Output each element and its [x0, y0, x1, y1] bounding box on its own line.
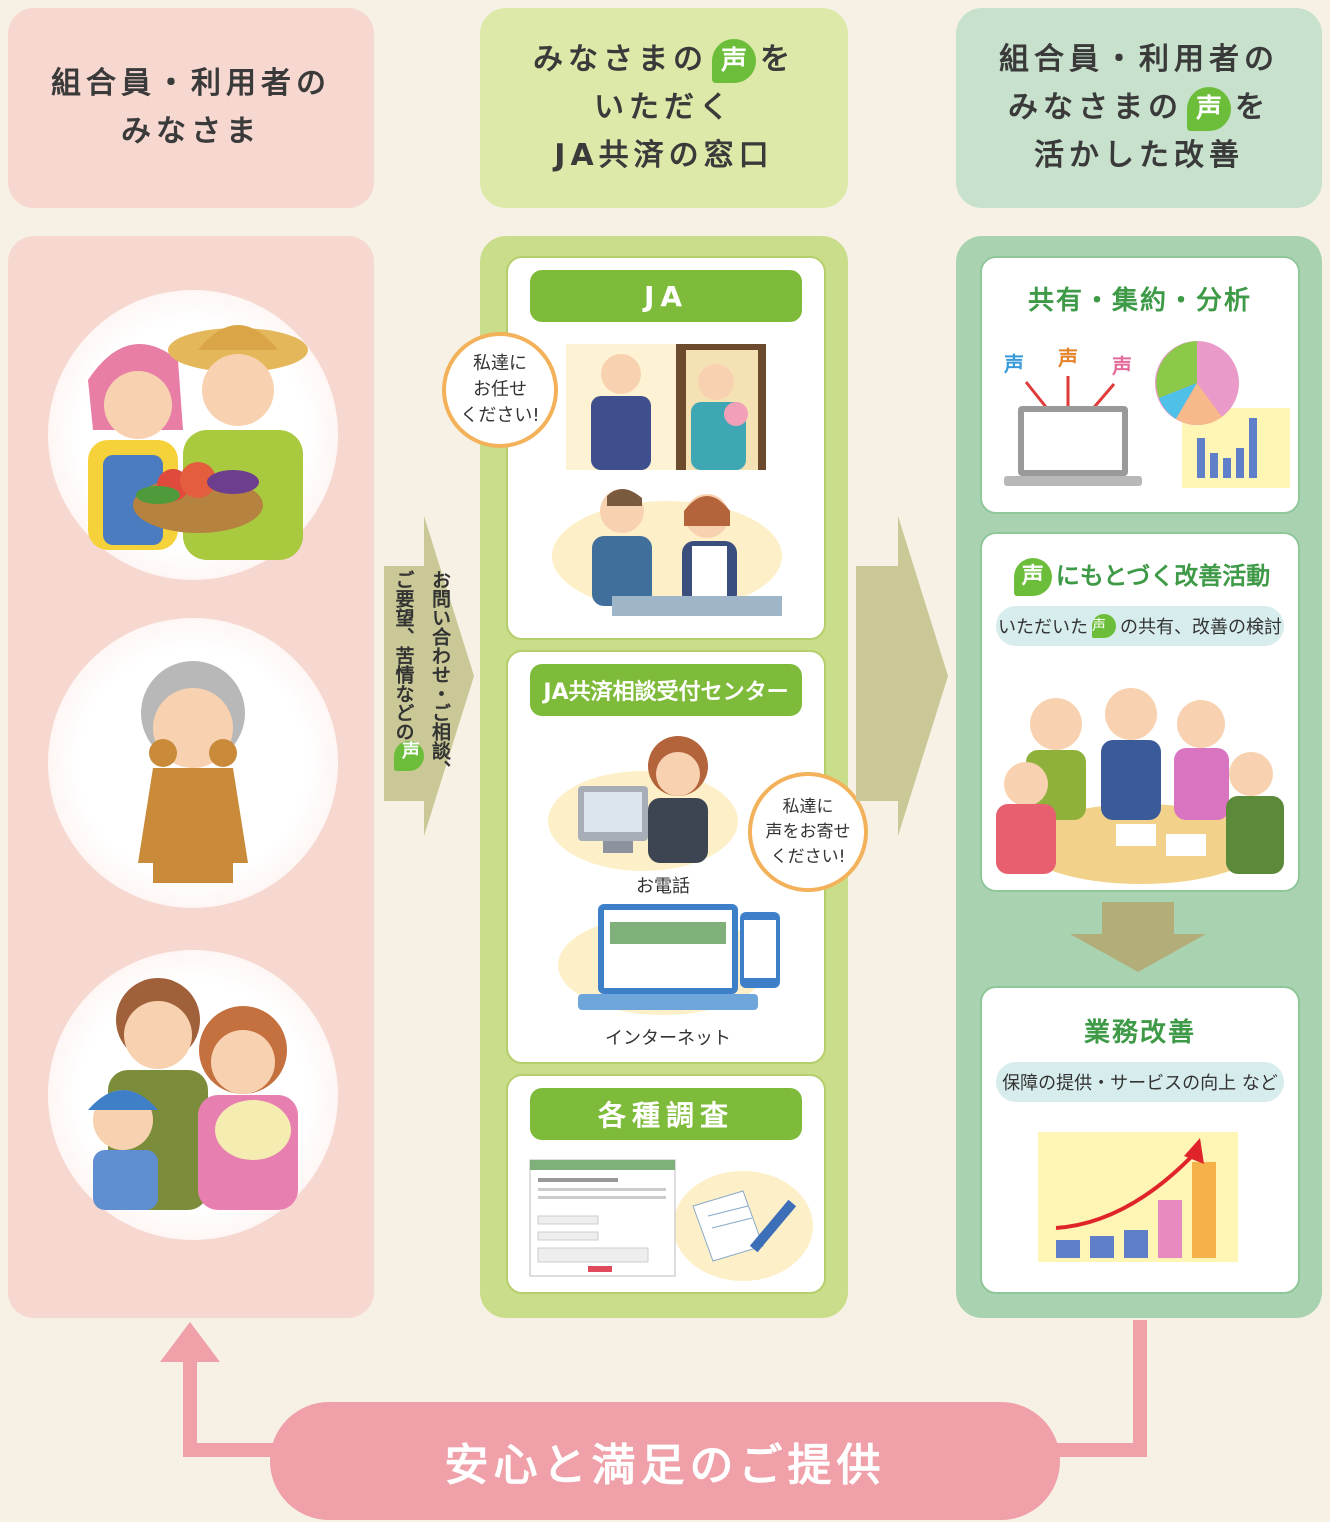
center-bubble-line1: 私達に	[782, 796, 834, 817]
middle-to-right-arrow	[856, 516, 952, 836]
center-speech-bubble: 私達に 声をお寄せ ください!	[748, 772, 868, 892]
business-card-title: 業務改善	[1083, 1018, 1196, 1048]
ja-bubble-line2: お任せ	[473, 379, 527, 400]
senior-illustration	[48, 618, 338, 908]
inquiry-flow-line2: ご要望、苦情などの	[392, 570, 415, 741]
business-card-pill: 保障の提供・サービスの向上 など	[996, 1062, 1284, 1102]
header-improvement-line2-post: を	[1235, 90, 1270, 125]
survey-card: 各種調査	[506, 1074, 826, 1294]
header-members-line2: みなさま	[121, 114, 261, 149]
survey-card-title: 各種調査	[530, 1088, 802, 1140]
header-improvement: 組合員・利用者の みなさまの声を 活かした改善	[956, 8, 1322, 208]
header-window-line1: みなさまの声を	[533, 36, 795, 84]
growth-chart-illustration	[1038, 1128, 1248, 1268]
activity-pill-pre: いただいた	[998, 617, 1088, 638]
share-card: 共有・集約・分析 声 声 声	[980, 256, 1300, 514]
voice-icon: 声	[1013, 558, 1052, 596]
inquiry-flow-text: お問い合わせ・ご相談、 ご要望、苦情などの声	[390, 570, 452, 810]
header-improvement-line2: みなさまの声を	[1008, 84, 1270, 132]
ja-card: JA	[506, 256, 826, 640]
voice-icon: 声	[712, 38, 756, 83]
header-window-line3: JA共済の窓口	[554, 138, 774, 173]
business-improvement-card: 業務改善 保障の提供・サービスの向上 など	[980, 986, 1300, 1294]
meeting-illustration	[996, 684, 1286, 884]
center-bubble-line2: 声をお寄せ	[765, 821, 851, 842]
share-card-title: 共有・集約・分析	[1027, 286, 1252, 316]
header-improvement-line3: 活かした改善	[1034, 138, 1244, 173]
voice-icon: 声	[394, 741, 424, 771]
analysis-chart-illustration	[1152, 338, 1292, 488]
improvement-activity-card: 声にもとづく改善活動 いただいた声の共有、改善の検討	[980, 532, 1300, 892]
internet-caption: インターネット	[605, 1028, 731, 1049]
voice-label-orange: 声	[1058, 346, 1078, 370]
center-bubble-line3: ください!	[770, 846, 846, 867]
activity-card-pill: いただいた声の共有、改善の検討	[996, 606, 1284, 646]
phone-caption: お電話	[636, 876, 690, 897]
down-arrow	[1066, 902, 1210, 972]
ja-speech-bubble: 私達に お任せ ください!	[442, 332, 558, 448]
activity-card-title-text: にもとづく改善活動	[1055, 562, 1271, 590]
header-window-line1-post: を	[760, 42, 795, 77]
consultation-center-card: JA共済相談受付センター お電話 インターネット	[506, 650, 826, 1064]
voice-label-pink: 声	[1112, 354, 1132, 378]
ja-card-title: JA	[530, 270, 802, 322]
header-window: みなさまの声を いただく JA共済の窓口	[480, 8, 848, 208]
ja-bubble-line1: 私達に	[473, 353, 527, 374]
voice-icon: 声	[1187, 86, 1231, 131]
laptop-illustration: 声 声 声	[998, 342, 1148, 492]
survey-form-illustration	[528, 1156, 818, 1286]
feedback-loop-arrow	[0, 1320, 1330, 1520]
ja-visit-illustration	[566, 344, 766, 470]
activity-pill-post: の共有、改善の検討	[1120, 617, 1282, 638]
voice-icon: 声	[1092, 614, 1116, 638]
internet-illustration	[558, 900, 798, 1020]
header-members: 組合員・利用者の みなさま	[8, 8, 374, 208]
assurance-satisfaction-banner: 安心と満足のご提供	[270, 1402, 1060, 1520]
farmer-couple-illustration	[48, 290, 338, 580]
family-illustration	[48, 950, 338, 1240]
header-improvement-line1: 組合員・利用者の	[999, 42, 1279, 77]
activity-card-title: 声にもとづく改善活動	[982, 556, 1298, 596]
header-members-line1: 組合員・利用者の	[51, 66, 331, 101]
call-operator-illustration	[548, 726, 738, 876]
consultation-center-title: JA共済相談受付センター	[530, 664, 802, 716]
inquiry-flow-line1: お問い合わせ・ご相談、	[429, 570, 451, 779]
header-window-line2: いただく	[594, 90, 734, 125]
header-improvement-line2-pre: みなさまの	[1008, 90, 1183, 125]
header-window-line1-pre: みなさまの	[533, 42, 708, 77]
ja-counter-illustration	[552, 476, 782, 616]
ja-bubble-line3: ください!	[460, 405, 540, 426]
voice-label-blue: 声	[1004, 352, 1024, 376]
